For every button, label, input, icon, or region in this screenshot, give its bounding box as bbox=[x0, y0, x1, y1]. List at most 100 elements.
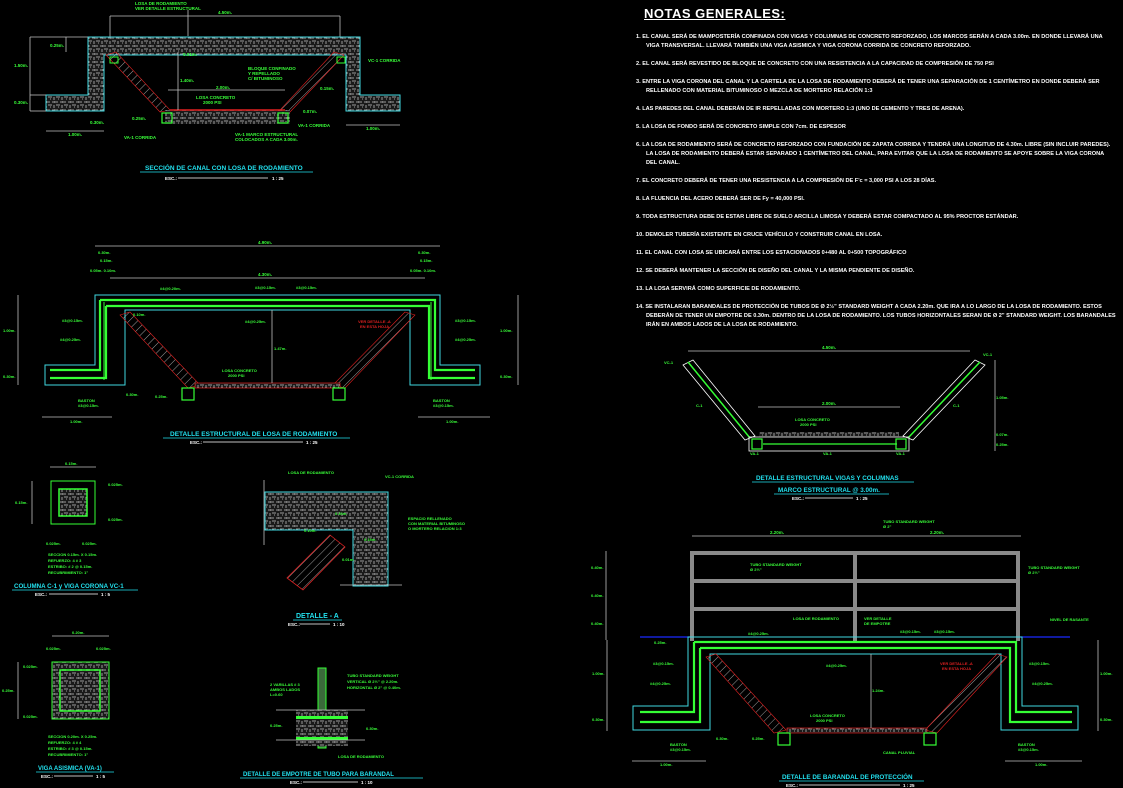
dim-d: 0.01m. bbox=[342, 557, 354, 562]
note-item: 8. LA FLUENCIA DEL ACERO DEBERÁ SER DE F… bbox=[636, 196, 805, 202]
spec-line: ESTRIBO: # 2 @ 0.15m. bbox=[48, 564, 92, 569]
title-columna: COLUMNA C-1 y VIGA CORONA VC-1 bbox=[14, 583, 124, 590]
scale-label: ESC.: bbox=[41, 774, 54, 779]
rebar-label-3: #3@0.15m. bbox=[934, 629, 955, 634]
label-bitumin: C/ BITUMINOSO bbox=[248, 76, 283, 81]
scale-value: 1 : 25 bbox=[272, 176, 284, 181]
rebar-label-6r: #4@0.25m. bbox=[1032, 681, 1053, 686]
dim-h: 0.15m. bbox=[15, 500, 27, 505]
drawing-empotre: 0.25m. 0.30m. 2 VARILLAS # 3 AMBOS LADOS… bbox=[240, 667, 423, 785]
rebar-label-4: #4@0.25m. bbox=[826, 663, 847, 668]
dim-h1: 0.30m. bbox=[366, 726, 378, 731]
dim-b2: 0.025m. bbox=[82, 541, 97, 546]
label-baston-left-spec: #3@0.15m. bbox=[78, 403, 99, 408]
spec-line: SECCION 0.20m. X 0.25m. bbox=[48, 734, 97, 739]
dim-cartela: 0.10m. bbox=[133, 312, 145, 317]
scale-value: 1 : 5 bbox=[101, 592, 111, 597]
label-losa: LOSA DE RODAMIENTO bbox=[288, 470, 334, 475]
dim-w: 0.15m. bbox=[65, 461, 77, 466]
dim-h-canal: 1.40m. bbox=[180, 78, 194, 83]
dim-h-inner: 1.24m. bbox=[872, 688, 884, 693]
label-losa: LOSA CONCRETO bbox=[795, 417, 830, 422]
label-bloque: BLOQUE CONFINADO bbox=[248, 66, 296, 71]
dim-b: 0.10m. bbox=[304, 528, 316, 533]
rebar-label-3: #3@0.15m. bbox=[296, 285, 317, 290]
general-notes: NOTAS GENERALES: 1. EL CANAL SERÁ DE MAM… bbox=[636, 6, 1116, 339]
scale-label: ESC.: bbox=[786, 783, 799, 788]
dim-h3: 0.25m. bbox=[996, 442, 1008, 447]
note-item: 4. LAS PAREDES DEL CANAL DEBERÁN DE IR R… bbox=[636, 106, 965, 112]
rebar-label-7: #4@0.25m. bbox=[60, 337, 81, 342]
title-empotre: DETALLE DE EMPOTRE DE TUBO PARA BARANDAL bbox=[243, 772, 394, 778]
dim-h-inner: 1.47m. bbox=[274, 346, 286, 351]
spec-line: ESTRIBO: # 3 @ 0.15m. bbox=[48, 746, 92, 751]
title-detalle-a: DETALLE - A bbox=[296, 613, 339, 620]
label-losa-concreto: LOSA CONCRETO bbox=[222, 368, 257, 373]
label-vc1-corrida: VC-1 CORRIDA bbox=[368, 58, 401, 63]
label-va1-corrida-right: VA-1 CORRIDA bbox=[298, 123, 331, 128]
title-vigas-columnas: DETALLE ESTRUCTURAL VIGAS Y COLUMNAS bbox=[756, 475, 899, 482]
dim-h2: 1.50m. bbox=[14, 63, 28, 68]
label-nivel-rasante: NIVEL DE RASANTE bbox=[1050, 617, 1089, 622]
label-baston-left: BASTON bbox=[78, 398, 95, 403]
note-item: 14. SE INSTALARAN BARANDALES DE PROTECCI… bbox=[636, 304, 1116, 328]
dim-b1: 0.025m. bbox=[46, 541, 61, 546]
label-tubo-right-size: Ø 2½" bbox=[1028, 570, 1040, 575]
label-losa-concreto: LOSA CONCRETO bbox=[196, 95, 236, 100]
dim-r1: 0.025m. bbox=[23, 664, 38, 669]
scale-value: 1 : 25 bbox=[856, 496, 868, 501]
dim-w-bottom: 2.00m. bbox=[216, 85, 230, 90]
note-item: 7. EL CONCRETO DEBERÁ DE TENER UNA RESIS… bbox=[636, 178, 937, 184]
label-c1-left: C-1 bbox=[696, 403, 703, 408]
note-item: 1. EL CANAL SERÁ DE MAMPOSTERÍA CONFINAD… bbox=[636, 34, 1103, 49]
dim-pad: 0.07m. bbox=[303, 109, 317, 114]
dim-base-left: 0.30m. bbox=[592, 717, 604, 722]
drawing-detalle-a: LOSA DE RODAMIENTO VC-1 CORRIDA ESPACIO … bbox=[263, 470, 465, 627]
dim-g2: 0.25m. bbox=[752, 736, 764, 741]
rebar-label-2: #3@0.15m. bbox=[900, 629, 921, 634]
drawing-viga: 0.20m. 0.025m. 0.025m. 0.25m. 0.025m. 0.… bbox=[2, 630, 114, 779]
dim-h: 0.25m. bbox=[2, 688, 14, 693]
dim-h2: 0.40m. bbox=[591, 593, 603, 598]
scale-label: ESC.: bbox=[288, 622, 301, 627]
dim-h2: 0.07m. bbox=[996, 432, 1008, 437]
title-viga: VIGA ASISMICA (VA-1) bbox=[38, 766, 102, 772]
dim-width-top: 4.50m. bbox=[218, 10, 232, 15]
dim-top-gap: 0.01m. bbox=[183, 52, 197, 57]
dim-total: 4.90m. bbox=[258, 240, 272, 245]
scale-value: 1 : 25 bbox=[903, 783, 915, 788]
label-baston-left-spec: #3@0.15m. bbox=[670, 747, 691, 752]
label-va1-cada: COLOCADOS A CADA 3.00m. bbox=[235, 137, 298, 142]
dim-side-a-right: 0.30m. bbox=[418, 250, 430, 255]
rebar-label-4: #3@0.15m. bbox=[62, 318, 83, 323]
label-va1-right: VA-1 bbox=[896, 451, 906, 456]
dim-r2: 0.025m. bbox=[108, 517, 123, 522]
note-item: 10. DEMOLER TUBERÍA EXISTENTE EN CRUCE V… bbox=[636, 232, 883, 238]
dim-t2: 0.025m. bbox=[96, 646, 111, 651]
label-tubo-mid-size: Ø 2½" bbox=[750, 567, 762, 572]
dim-w2: 2.20m. bbox=[930, 530, 944, 535]
title-barandal: DETALLE DE BARANDAL DE PROTECCIÓN bbox=[782, 772, 913, 781]
dim-h1: 0.40m. bbox=[591, 565, 603, 570]
label-ver-detalle-a: VER DETALLE -A bbox=[358, 319, 391, 324]
dim-esp: 0.15m. bbox=[320, 86, 334, 91]
scale-value: 1 : 25 bbox=[306, 440, 318, 445]
label-tubo: TUBO STANDARD WEIGHT bbox=[347, 673, 399, 678]
dim-h1: 0.25m. bbox=[50, 43, 64, 48]
dim-w-left: 1.00m. bbox=[70, 419, 82, 424]
note-item: 9. TODA ESTRUCTURA DEBE DE ESTAR LIBRE D… bbox=[636, 214, 1019, 220]
dim-w1: 2.20m. bbox=[770, 530, 784, 535]
dim-w-right: 1.00m. bbox=[446, 419, 458, 424]
label-va1-corrida-left: VA-1 CORRIDA bbox=[124, 135, 157, 140]
note-item: 5. LA LOSA DE FONDO SERÁ DE CONCRETO SIM… bbox=[636, 124, 846, 130]
label-material: CON MATERIAL BITUMINOSO bbox=[408, 521, 465, 526]
label-baston-right-spec: #3@0.15m. bbox=[1018, 747, 1039, 752]
dim-side-b-right: 0.15m. bbox=[420, 258, 432, 263]
label-horiz: HORIZONTAL Ø 2" @ 0.40m. bbox=[347, 685, 401, 690]
dim-h3: 0.30m. bbox=[14, 100, 28, 105]
label-losa: LOSA DE RODAMIENTO bbox=[793, 616, 839, 621]
label-l: L=0.60 bbox=[270, 692, 283, 697]
label-psi: 2000 PSI bbox=[800, 422, 816, 427]
label-repellado: Y REPELLADO bbox=[248, 71, 280, 76]
